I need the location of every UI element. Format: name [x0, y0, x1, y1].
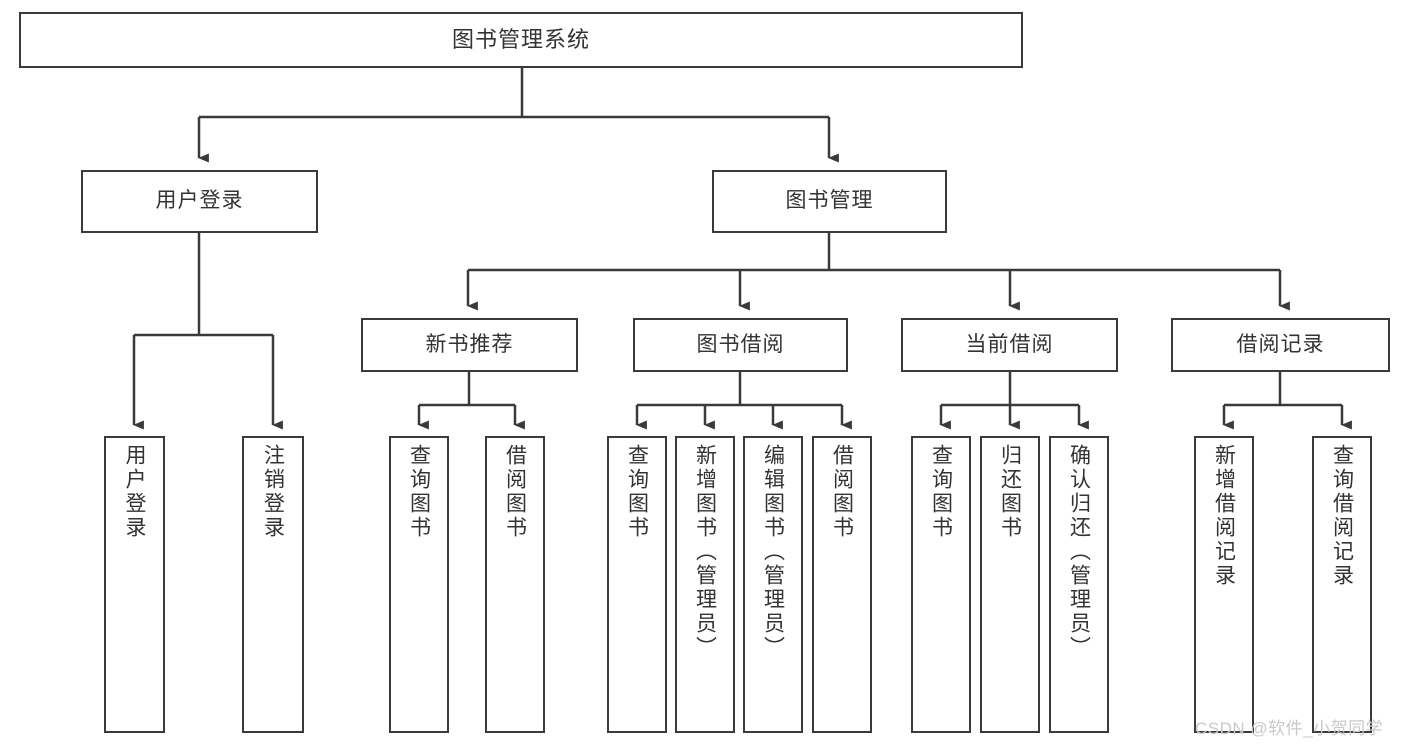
- leaf-current-confirm-return-admin[interactable]: 确认归还（管理员）: [1049, 436, 1109, 733]
- leaf-recommend-borrow-book[interactable]: 借阅图书: [485, 436, 545, 733]
- leaf-borrow-borrow-book[interactable]: 借阅图书: [812, 436, 872, 733]
- leaf-current-query-book[interactable]: 查询图书: [911, 436, 971, 733]
- node-label: 归还图书: [998, 444, 1022, 540]
- node-book-management[interactable]: 图书管理: [712, 170, 947, 233]
- node-new-book-recommend[interactable]: 新书推荐: [361, 318, 578, 372]
- node-label: 图书管理系统: [451, 27, 590, 53]
- leaf-user-login[interactable]: 用户登录: [104, 436, 165, 733]
- node-book-borrow[interactable]: 图书借阅: [633, 318, 848, 372]
- node-label: 用户登录: [123, 444, 147, 540]
- node-user-login[interactable]: 用户登录: [81, 170, 318, 233]
- leaf-record-query-borrow-record[interactable]: 查询借阅记录: [1312, 436, 1372, 733]
- node-label: 查询图书: [407, 444, 431, 540]
- node-label: 注销登录: [261, 444, 285, 540]
- node-label: 确认归还（管理员）: [1067, 444, 1091, 660]
- node-label: 查询图书: [929, 444, 953, 540]
- node-label: 借阅图书: [503, 444, 527, 540]
- leaf-logout[interactable]: 注销登录: [242, 436, 304, 733]
- node-current-borrow[interactable]: 当前借阅: [901, 318, 1118, 372]
- node-label: 新书推荐: [425, 332, 514, 356]
- leaf-borrow-query-book[interactable]: 查询图书: [607, 436, 667, 733]
- leaf-record-add-borrow-record[interactable]: 新增借阅记录: [1194, 436, 1254, 733]
- node-label: 查询借阅记录: [1330, 444, 1354, 588]
- node-label: 当前借阅: [965, 332, 1054, 356]
- node-label: 图书借阅: [696, 332, 785, 356]
- node-label: 新增借阅记录: [1212, 444, 1236, 588]
- leaf-recommend-query-book[interactable]: 查询图书: [389, 436, 449, 733]
- node-label: 借阅记录: [1236, 332, 1325, 356]
- node-label: 用户登录: [155, 189, 244, 213]
- node-label: 查询图书: [625, 444, 649, 540]
- watermark-csdn: CSDN @软件_小贺同学: [1195, 719, 1384, 738]
- node-label: 新增图书（管理员）: [693, 444, 717, 660]
- node-root-book-management-system[interactable]: 图书管理系统: [19, 12, 1023, 68]
- node-label: 图书管理: [785, 189, 874, 213]
- leaf-borrow-edit-book-admin[interactable]: 编辑图书（管理员）: [743, 436, 803, 733]
- node-label: 借阅图书: [830, 444, 854, 540]
- node-label: 编辑图书（管理员）: [761, 444, 785, 660]
- leaf-borrow-add-book-admin[interactable]: 新增图书（管理员）: [675, 436, 735, 733]
- node-borrow-record[interactable]: 借阅记录: [1171, 318, 1390, 372]
- leaf-current-return-book[interactable]: 归还图书: [980, 436, 1040, 733]
